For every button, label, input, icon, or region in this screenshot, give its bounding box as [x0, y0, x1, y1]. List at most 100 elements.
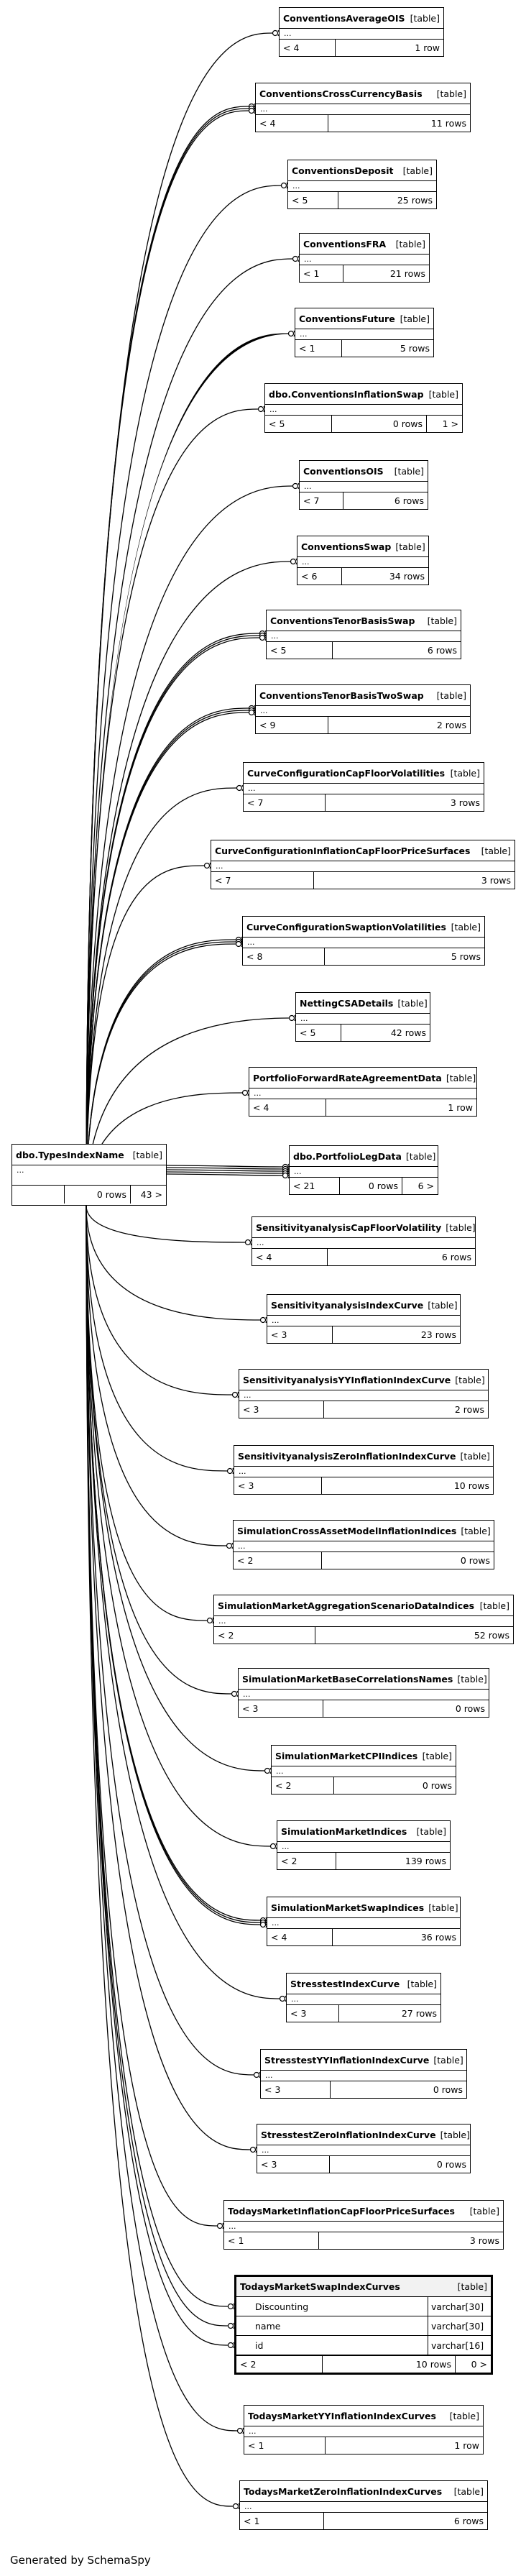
- children-count[interactable]: 43 >: [130, 1186, 166, 1204]
- parents-count[interactable]: < 7: [211, 872, 315, 889]
- parents-count[interactable]: < 7: [300, 492, 343, 509]
- parents-count[interactable]: < 5: [288, 192, 339, 208]
- table-stresstest-zero-inflation-index-curve[interactable]: StresstestZeroInflationIndexCurve[table]…: [257, 2124, 471, 2173]
- table-name[interactable]: SimulationMarketAggregationScenarioDataI…: [218, 1600, 475, 1611]
- table-simulation-cross-asset-model-inflation-indices[interactable]: SimulationCrossAssetModelInflationIndice…: [233, 1520, 494, 1569]
- parents-count[interactable]: < 4: [267, 1929, 333, 1945]
- table-sensitivityanalysis-index-curve[interactable]: SensitivityanalysisIndexCurve[table]...<…: [267, 1294, 461, 1344]
- parents-count[interactable]: < 3: [234, 1477, 323, 1494]
- table-todays-market-yyinflation-index-curves[interactable]: TodaysMarketYYInflationIndexCurves[table…: [244, 2405, 484, 2454]
- table-conventions-inflation-swap[interactable]: dbo.ConventionsInflationSwap[table]...< …: [264, 383, 463, 433]
- table-name[interactable]: TodaysMarketYYInflationIndexCurves: [248, 2410, 436, 2421]
- table-curve-configuration-inflation-cap-floor-price-surfaces[interactable]: CurveConfigurationInflationCapFloorPrice…: [211, 840, 515, 889]
- table-name[interactable]: CurveConfigurationInflationCapFloorPrice…: [215, 845, 471, 856]
- children-count[interactable]: 1 >: [426, 416, 462, 432]
- table-name[interactable]: SimulationMarketSwapIndices: [271, 1902, 425, 1913]
- table-conventions-tenor-basis-two-swap[interactable]: ConventionsTenorBasisTwoSwap[table]...< …: [255, 684, 471, 734]
- table-name[interactable]: StresstestYYInflationIndexCurve: [264, 2054, 430, 2066]
- parents-count[interactable]: < 3: [257, 2156, 330, 2173]
- table-name[interactable]: ConventionsOIS: [303, 465, 384, 477]
- table-name[interactable]: TodaysMarketZeroInflationIndexCurves: [244, 2485, 443, 2497]
- parents-count[interactable]: < 3: [287, 2005, 339, 2022]
- table-name[interactable]: ConventionsCrossCurrencyBasis: [259, 88, 423, 99]
- table-name[interactable]: TodaysMarketSwapIndexCurves: [240, 2281, 400, 2292]
- table-conventions-cross-currency-basis[interactable]: ConventionsCrossCurrencyBasis[table]...<…: [255, 83, 471, 132]
- table-name[interactable]: ConventionsDeposit: [292, 165, 394, 176]
- parents-count[interactable]: < 2: [214, 1627, 316, 1644]
- parents-count[interactable]: < 8: [243, 948, 326, 965]
- table-name[interactable]: SimulationMarketCPIIndices: [275, 1750, 418, 1761]
- table-name[interactable]: ConventionsTenorBasisTwoSwap: [259, 689, 424, 701]
- table-name[interactable]: StresstestZeroInflationIndexCurve: [261, 2129, 436, 2140]
- table-todays-market-zero-inflation-index-curves[interactable]: TodaysMarketZeroInflationIndexCurves[tab…: [239, 2480, 488, 2530]
- parents-count[interactable]: < 2: [234, 1552, 323, 1569]
- table-name[interactable]: NettingCSADetails: [300, 997, 394, 1009]
- table-name[interactable]: StresstestIndexCurve: [290, 1978, 400, 1989]
- parents-count[interactable]: < 1: [244, 2437, 326, 2454]
- parents-count[interactable]: < 3: [267, 1326, 333, 1343]
- parents-count[interactable]: < 1: [224, 2232, 319, 2249]
- table-name[interactable]: dbo.ConventionsInflationSwap: [269, 388, 424, 400]
- children-count[interactable]: 6 >: [402, 1178, 438, 1194]
- table-name[interactable]: CurveConfigurationCapFloorVolatilities: [247, 767, 446, 779]
- parents-count[interactable]: < 1: [295, 340, 343, 357]
- parents-count[interactable]: < 1: [240, 2513, 324, 2529]
- parents-count[interactable]: < 3: [239, 1700, 324, 1717]
- parents-count[interactable]: < 4: [249, 1099, 327, 1116]
- parents-count[interactable]: < 2: [272, 1777, 335, 1794]
- table-simulation-market-base-correlations-names[interactable]: SimulationMarketBaseCorrelationsNames[ta…: [238, 1668, 489, 1718]
- table-name[interactable]: CurveConfigurationSwaptionVolatilities: [246, 921, 446, 932]
- table-sensitivityanalysis-cap-floor-volatility[interactable]: SensitivityanalysisCapFloorVolatility[ta…: [252, 1216, 476, 1266]
- table-curve-configuration-cap-floor-volatilities[interactable]: CurveConfigurationCapFloorVolatilities[t…: [243, 762, 484, 812]
- children-count[interactable]: 0 >: [455, 2356, 491, 2373]
- table-stresstest-yyinflation-index-curve[interactable]: StresstestYYInflationIndexCurve[table]..…: [260, 2049, 467, 2099]
- parents-count[interactable]: < 9: [256, 717, 329, 733]
- table-name[interactable]: SensitivityanalysisZeroInflationIndexCur…: [238, 1450, 456, 1462]
- table-name[interactable]: SensitivityanalysisIndexCurve: [271, 1299, 424, 1311]
- parents-count[interactable]: < 5: [267, 642, 333, 659]
- parents-count[interactable]: < 1: [300, 265, 344, 282]
- parents-count[interactable]: < 3: [239, 1401, 324, 1418]
- table-todays-market-swap-index-curves[interactable]: TodaysMarketSwapIndexCurves[table]Discou…: [234, 2275, 493, 2375]
- table-name[interactable]: SimulationMarketIndices: [281, 1825, 407, 1837]
- parents-count[interactable]: < 6: [297, 568, 342, 585]
- parents-count[interactable]: < 4: [252, 1249, 328, 1265]
- table-simulation-market-swap-indices[interactable]: SimulationMarketSwapIndices[table]...< 4…: [267, 1897, 461, 1946]
- table-name[interactable]: ConventionsSwap: [301, 541, 392, 552]
- table-name[interactable]: SensitivityanalysisYYInflationIndexCurve: [243, 1374, 451, 1385]
- table-name[interactable]: ConventionsTenorBasisSwap: [270, 615, 415, 626]
- table-name[interactable]: SimulationCrossAssetModelInflationIndice…: [237, 1525, 457, 1536]
- parents-count[interactable]: < 4: [256, 115, 329, 132]
- parents-count[interactable]: < 3: [261, 2081, 331, 2098]
- table-name[interactable]: dbo.PortfolioLegData: [293, 1150, 402, 1162]
- table-todays-market-inflation-cap-floor-price-surfaces[interactable]: TodaysMarketInflationCapFloorPriceSurfac…: [223, 2200, 504, 2250]
- parents-count[interactable]: < 5: [296, 1025, 342, 1041]
- table-name[interactable]: ConventionsAverageOIS: [283, 12, 405, 24]
- parents-count[interactable]: < 4: [280, 40, 336, 56]
- parents-count[interactable]: < 2: [236, 2356, 323, 2373]
- parents-count[interactable]: < 2: [277, 1853, 336, 1869]
- table-portfolio-forward-rate-agreement-data[interactable]: PortfolioForwardRateAgreementData[table]…: [249, 1067, 477, 1117]
- table-name[interactable]: TodaysMarketInflationCapFloorPriceSurfac…: [228, 2205, 455, 2217]
- table-curve-configuration-swaption-volatilities[interactable]: CurveConfigurationSwaptionVolatilities[t…: [242, 916, 485, 966]
- table-name[interactable]: ConventionsFRA: [303, 238, 387, 249]
- table-name[interactable]: SimulationMarketBaseCorrelationsNames: [242, 1673, 453, 1685]
- parents-count[interactable]: < 21: [290, 1178, 341, 1194]
- table-name[interactable]: ConventionsFuture: [299, 313, 395, 324]
- table-name[interactable]: dbo.TypesIndexName: [16, 1149, 124, 1160]
